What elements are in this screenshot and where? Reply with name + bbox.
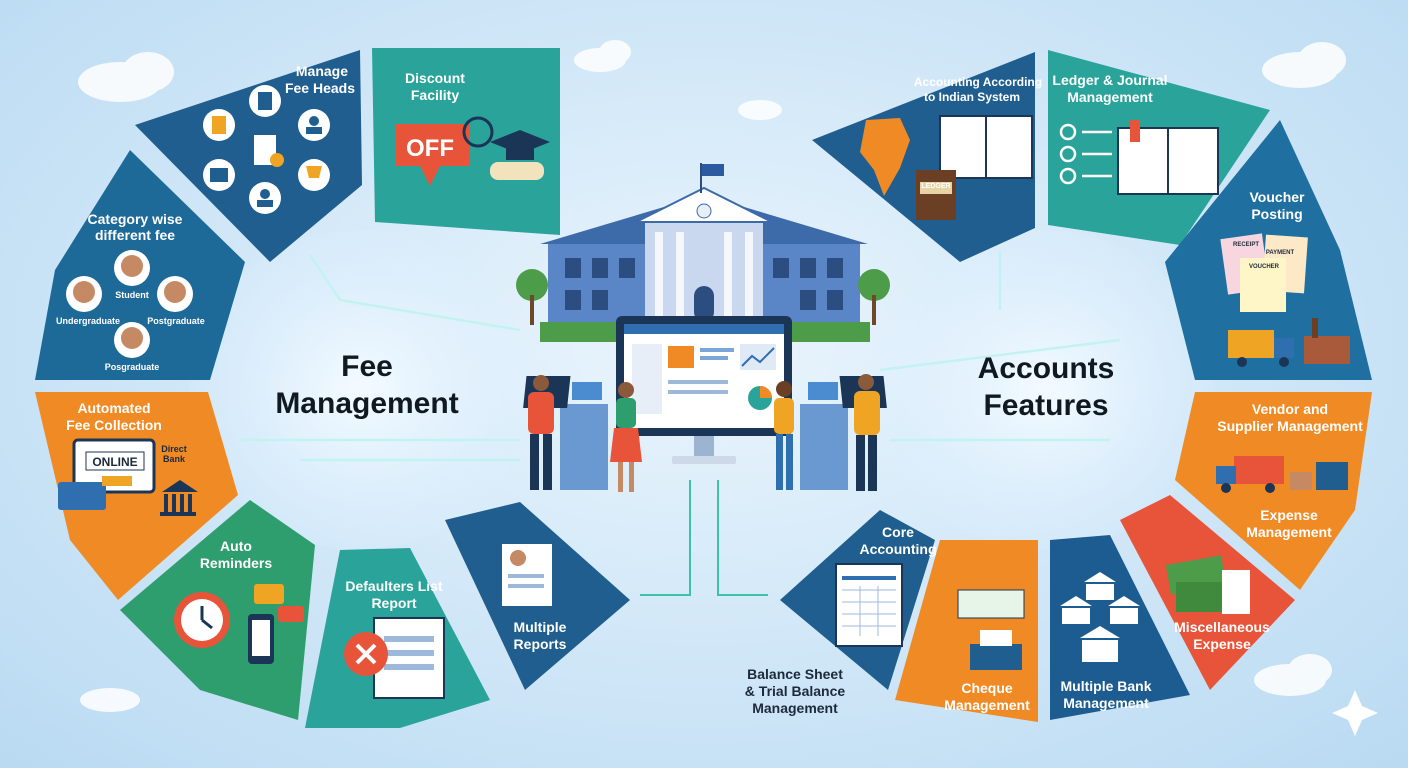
online-payment-icon: [58, 438, 156, 510]
checklist-icon: [1059, 123, 1112, 185]
bank-icon: [160, 480, 198, 516]
label-multi-bank-1: Multiple Bank: [1060, 678, 1151, 694]
cloud-decoration: [78, 40, 1346, 712]
discount-tag-icon: [396, 116, 494, 186]
connector-arrows: [640, 480, 768, 596]
label-voucher-1: Voucher: [1250, 189, 1306, 205]
alarm-clock-icon: [174, 592, 230, 648]
bank-buildings-icon: [1060, 572, 1140, 662]
label-student: Student: [115, 290, 149, 300]
label-ledger-1: Ledger & Journal: [1052, 72, 1167, 88]
label-manage-fee-heads-1: Manage: [296, 63, 348, 79]
label-off: OFF: [406, 135, 454, 162]
label-defaulters-2: Report: [371, 595, 416, 611]
label-bank: Bank: [163, 454, 186, 464]
vouchers-icon: [1220, 233, 1308, 312]
delivery-truck-icon: [1228, 330, 1294, 367]
cheque-printer-icon: [957, 589, 1025, 670]
label-automated-1: Automated: [77, 400, 150, 416]
label-balance-3: Management: [752, 700, 838, 716]
label-automated-2: Fee Collection: [66, 417, 162, 433]
ledger-book-icon: [916, 170, 956, 220]
fee-title-line2: Management: [275, 387, 458, 420]
label-core-1: Core: [882, 524, 914, 540]
spreadsheet-icon: [835, 563, 903, 647]
label-payment: PAYMENT: [1266, 250, 1295, 256]
label-voucher-doc: VOUCHER: [1249, 264, 1280, 270]
graduation-cap-icon: [490, 130, 550, 180]
label-indian-system-2: to Indian System: [924, 90, 1020, 104]
label-postgraduate: Postgraduate: [147, 316, 205, 326]
factory-icon: [1304, 318, 1350, 364]
label-discount-2: Facility: [411, 87, 459, 103]
label-balance-2: & Trial Balance: [745, 683, 846, 699]
label-expense-2: Management: [1246, 524, 1332, 540]
label-defaulters-1: Defaulters List: [345, 578, 443, 594]
connector-lines: [240, 250, 1121, 462]
label-direct: Direct: [161, 444, 187, 454]
accounts-title-line2: Features: [983, 389, 1108, 422]
money-stack-icon: [1165, 555, 1250, 614]
person-figure-1: [528, 375, 554, 490]
journal-book-icon: [1117, 120, 1219, 195]
segment-manage-fee-heads[interactable]: [135, 50, 362, 262]
report-document-icon: [502, 544, 552, 606]
school-building-illustration: [516, 163, 890, 342]
label-undergraduate: Undergraduate: [56, 316, 120, 326]
person-figure-4: [854, 374, 880, 491]
label-misc-2: Expense: [1193, 636, 1251, 652]
label-reminders-2: Reminders: [200, 555, 273, 571]
fee-hub-glow: [190, 230, 530, 550]
fee-head-icons: [203, 85, 330, 214]
label-multi-bank-2: Management: [1063, 695, 1149, 711]
label-posgraduate: Posgraduate: [105, 362, 160, 372]
vendor-truck-icon: [1216, 456, 1348, 493]
label-vendor-1: Vendor and: [1252, 401, 1328, 417]
label-core-2: Accounting: [860, 541, 937, 557]
label-reminders-1: Auto: [220, 538, 252, 554]
label-balance-1: Balance Sheet: [747, 666, 843, 682]
label-reports-1: Multiple: [514, 619, 567, 635]
label-ledger-book: LEDGER: [921, 183, 950, 190]
sparkle-icon: [1332, 690, 1378, 736]
mobile-message-icon: [248, 584, 304, 664]
label-category-1: Category wise: [88, 211, 183, 227]
label-vendor-2: Supplier Management: [1217, 418, 1363, 434]
label-cheque-1: Cheque: [961, 680, 1013, 696]
student-avatar-icons: [66, 250, 193, 358]
segment-indian-system[interactable]: [812, 52, 1035, 262]
kiosk-right: [800, 376, 887, 490]
fee-title-line1: Fee: [341, 350, 393, 383]
accounts-title-line1: Accounts: [978, 352, 1115, 385]
label-receipt: RECEIPT: [1233, 242, 1259, 248]
segment-multi-bank[interactable]: [1050, 535, 1190, 720]
india-map-icon: [860, 118, 910, 196]
accounts-hub-glow: [875, 230, 1215, 550]
person-figure-2: [610, 382, 642, 492]
person-figure-3: [774, 381, 794, 490]
label-online: ONLINE: [92, 455, 137, 469]
label-ledger-2: Management: [1067, 89, 1153, 105]
open-book-icon: [939, 115, 1033, 179]
label-cheque-2: Management: [944, 697, 1030, 713]
label-voucher-2: Posting: [1251, 206, 1302, 222]
label-misc-1: Miscellaneous: [1174, 619, 1270, 635]
monitor-dashboard-illustration: [616, 316, 792, 464]
label-indian-system-1: Accounting According: [914, 75, 1042, 89]
label-reports-2: Reports: [514, 636, 567, 652]
label-manage-fee-heads-2: Fee Heads: [285, 80, 355, 96]
defaulters-list-icon: [344, 617, 445, 699]
segment-cheque[interactable]: [895, 540, 1038, 722]
label-category-2: different fee: [95, 227, 175, 243]
label-expense-1: Expense: [1260, 507, 1318, 523]
label-discount-1: Discount: [405, 70, 465, 86]
